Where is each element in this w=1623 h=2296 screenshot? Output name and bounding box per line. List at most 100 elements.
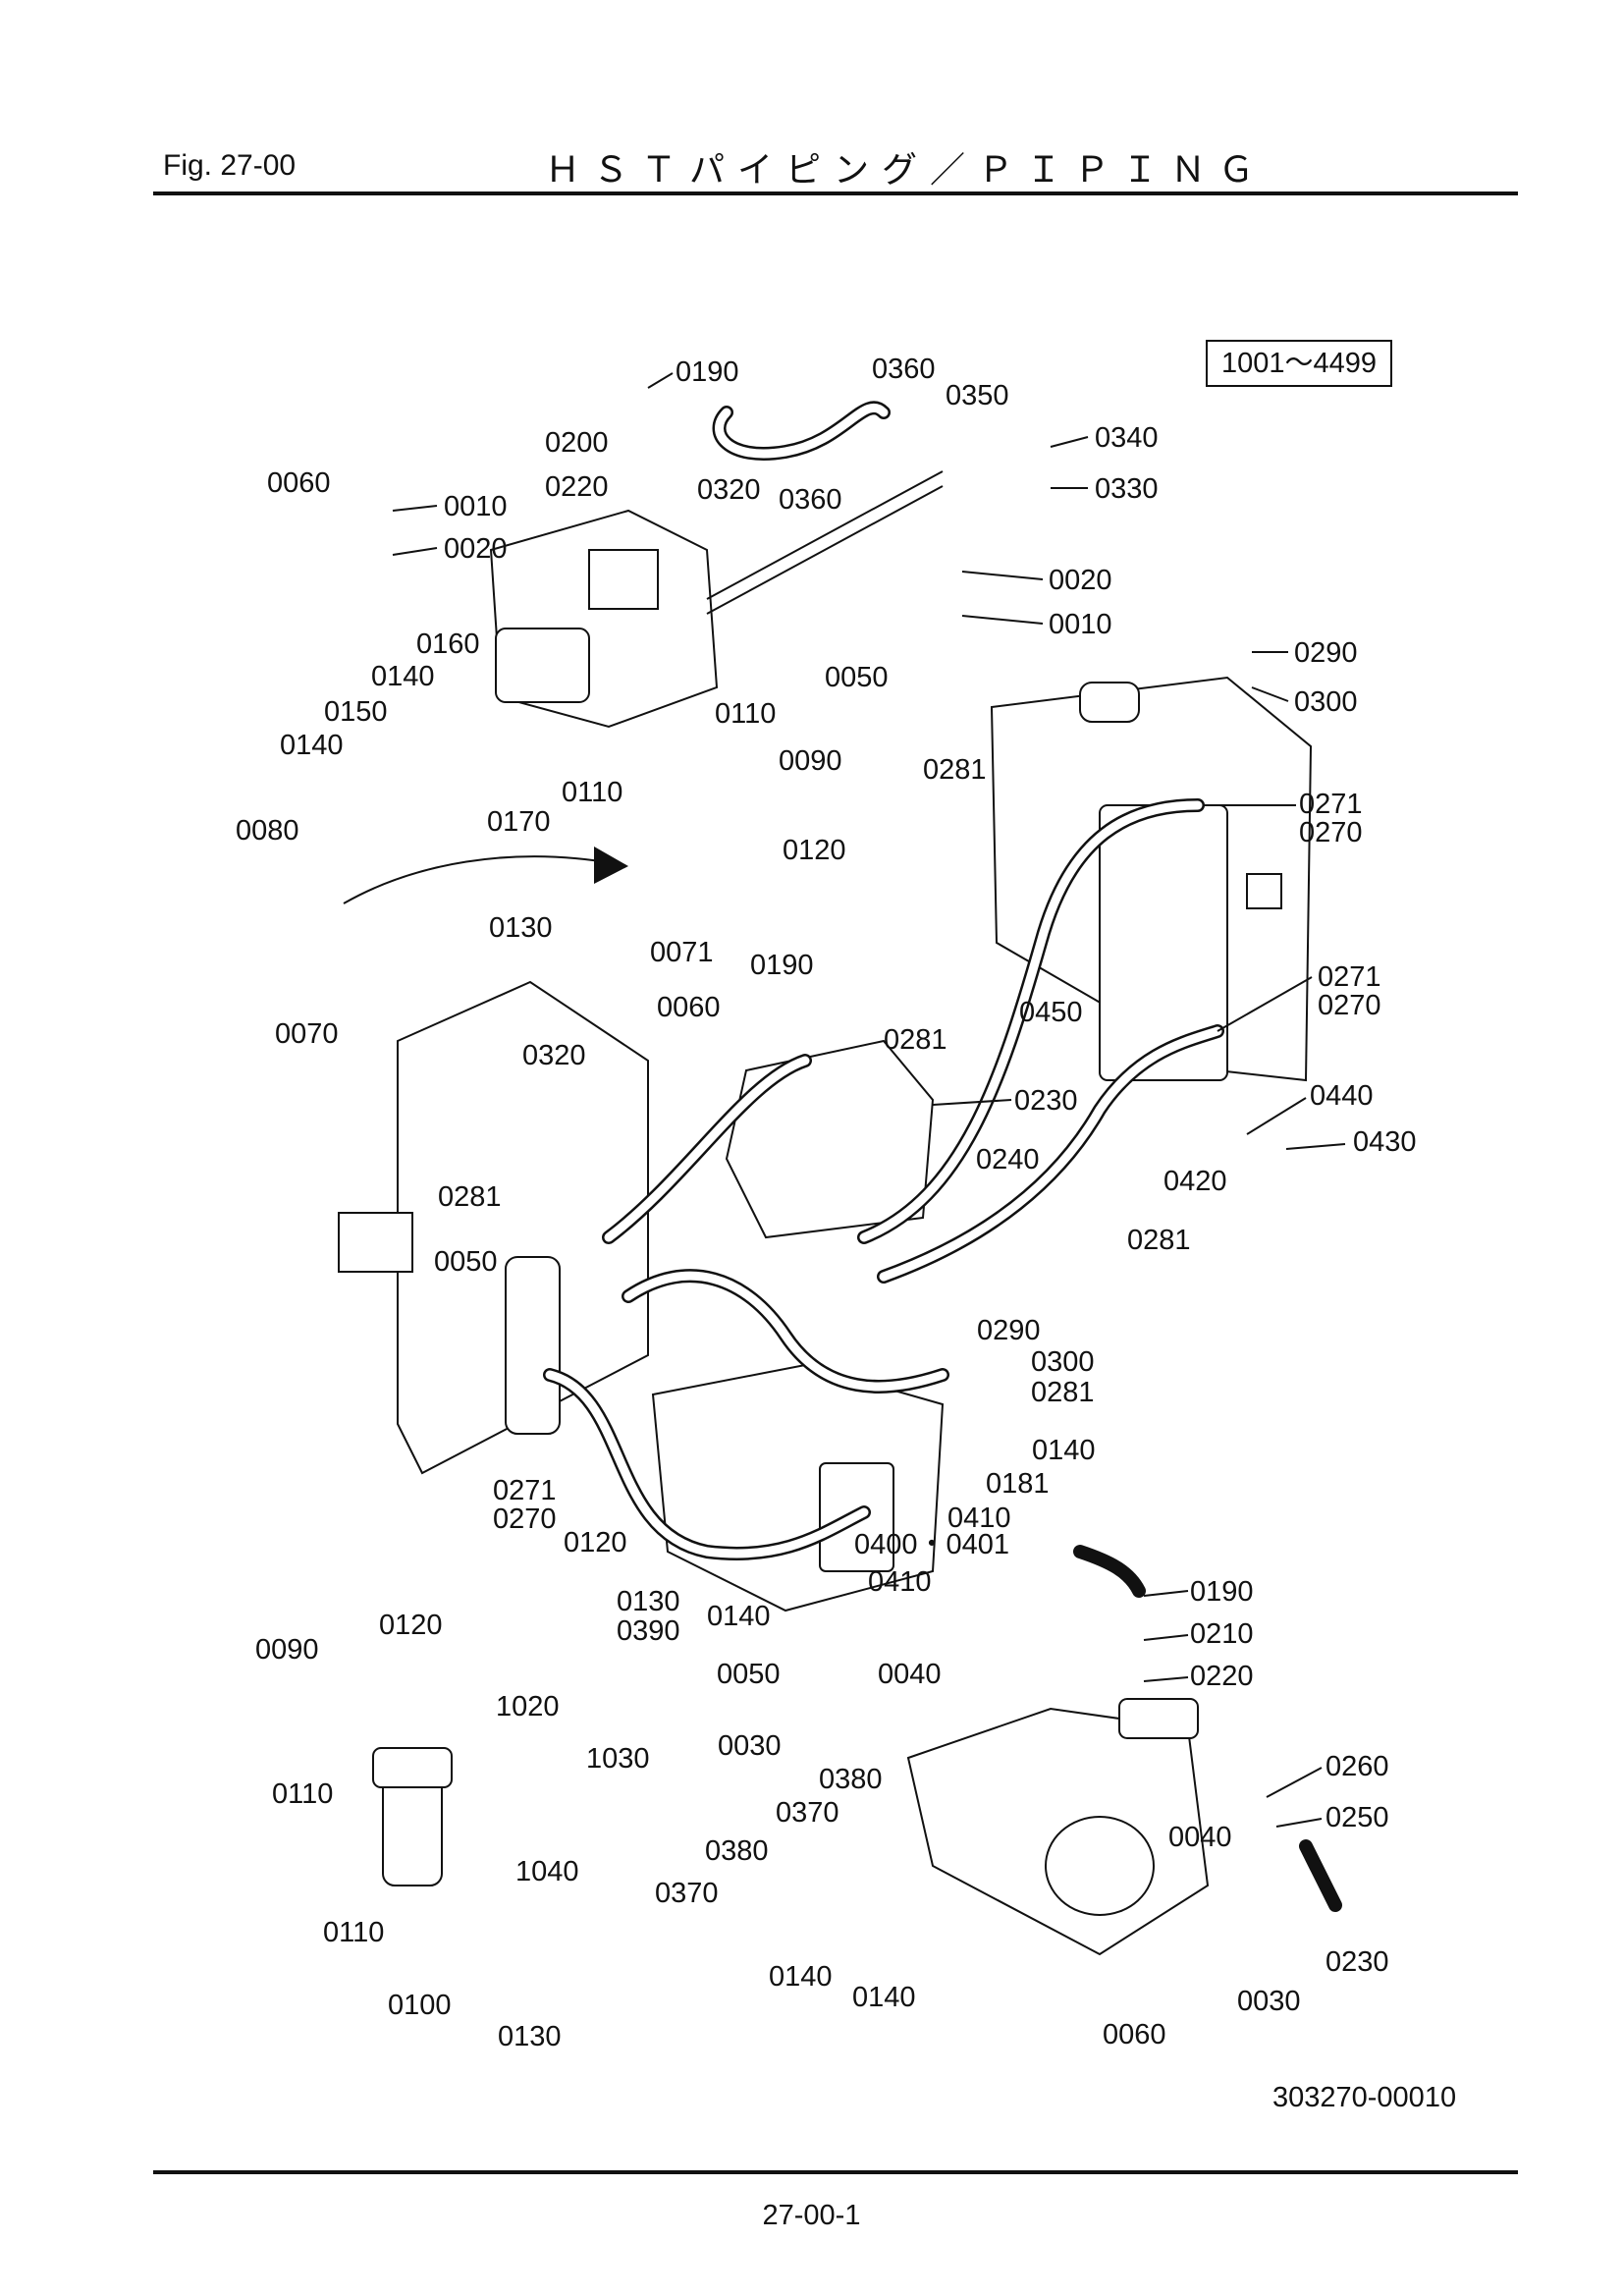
callout-label: 0090 (779, 745, 842, 777)
callout-label: 0110 (272, 1778, 333, 1810)
lower-pump (906, 1698, 1210, 1956)
callout-label: 0410 (947, 1503, 1011, 1534)
callout-label: 0271 (1318, 961, 1381, 993)
callout-label: 0370 (776, 1797, 839, 1829)
callout-label: 0120 (379, 1610, 443, 1641)
callout-label: 0130 (489, 912, 553, 944)
callout-label: 0130 (498, 2021, 562, 2052)
callout-label: 0010 (444, 491, 508, 522)
callout-label: 0010 (1049, 609, 1112, 640)
parts-drawing (338, 401, 1342, 1956)
callout-label: 0370 (655, 1878, 719, 1909)
callout-label: 0270 (1318, 990, 1381, 1021)
callout-label: 0260 (1325, 1751, 1389, 1782)
callout-label: 0060 (657, 992, 721, 1023)
callout-label: 0071 (650, 937, 714, 968)
central-pump (651, 1039, 945, 1613)
callout-label: 0040 (1168, 1822, 1232, 1853)
callout-label: 0190 (1190, 1576, 1254, 1608)
callout-label: 0120 (783, 835, 846, 866)
leader-lines (392, 372, 1346, 1828)
page-number: 27-00-1 (762, 2200, 861, 2231)
callout-label: 0450 (1019, 997, 1083, 1028)
callout-label: 0420 (1163, 1166, 1227, 1197)
callout-label: 0240 (976, 1144, 1040, 1175)
drawing-number: 303270-00010 (1272, 2082, 1457, 2113)
callout-label: 0030 (718, 1730, 782, 1762)
footer-rule (153, 2170, 1518, 2174)
tank-frame (338, 980, 649, 1475)
callout-label: 0271 (493, 1475, 557, 1506)
callout-label: 0230 (1325, 1946, 1389, 1978)
callout-label: 0050 (825, 662, 889, 693)
callout-label: 0250 (1325, 1802, 1389, 1833)
callout-label: 0160 (416, 629, 480, 660)
callout-label: 0220 (1190, 1661, 1254, 1692)
figure-label: Fig. 27-00 (163, 149, 297, 182)
callout-label: 0290 (977, 1315, 1041, 1346)
callout-label: 0100 (388, 1990, 452, 2021)
callout-label: 0110 (715, 698, 776, 730)
callout-label: 0360 (872, 354, 936, 385)
callout-label: 0140 (769, 1961, 833, 1993)
callout-label: 0270 (493, 1503, 557, 1535)
callout-label: 0200 (545, 427, 609, 459)
callout-label: 0360 (779, 484, 842, 516)
callout-label: 0110 (323, 1917, 384, 1948)
callout-label: 0300 (1031, 1346, 1095, 1378)
callout-label: 0290 (1294, 637, 1358, 669)
callout-label: 0430 (1353, 1126, 1417, 1158)
callout-label: 0320 (522, 1040, 586, 1071)
upper-valve-block (489, 470, 944, 729)
callout-label: 0270 (1299, 817, 1363, 848)
filter-detail (372, 1747, 453, 1886)
callout-label: 0340 (1095, 422, 1159, 454)
callout-label: 1040 (515, 1856, 579, 1887)
callout-label: 0281 (1031, 1377, 1095, 1408)
callout-label: 0181 (986, 1468, 1050, 1500)
callout-label: 0281 (884, 1024, 947, 1056)
callout-label: 0210 (1190, 1618, 1254, 1650)
callout-label: 0130 (617, 1586, 680, 1617)
callout-label: 0170 (487, 806, 551, 838)
callout-labels: 0190 0360 0350 0340 0200 0220 0320 0360 … (236, 354, 1417, 2052)
callout-label: 0230 (1014, 1085, 1078, 1117)
callout-label: 0330 (1095, 473, 1159, 505)
callout-label: 0410 (868, 1566, 932, 1598)
callout-label: 0320 (697, 474, 761, 506)
callout-label: 0060 (1103, 2019, 1166, 2050)
callout-label: 0140 (852, 1982, 916, 2013)
callout-label: 0400・0401 (854, 1529, 1009, 1560)
callout-label: 0110 (562, 777, 622, 808)
header-rule (153, 191, 1518, 195)
callout-label: 0380 (705, 1835, 769, 1867)
callout-label: 0090 (255, 1634, 319, 1666)
callout-label: 0030 (1237, 1986, 1301, 2017)
callout-label: 0140 (280, 730, 344, 761)
callout-label: 0020 (1049, 565, 1112, 596)
page-title: ＨＳＴパイピング／ＰＩＰＩＮＧ (545, 149, 1268, 190)
serial-range-box: 1001～4499 (1206, 340, 1392, 387)
callout-label: 0140 (707, 1601, 771, 1632)
callout-label: 0440 (1310, 1080, 1374, 1112)
callout-label: 1030 (586, 1743, 650, 1775)
callout-label: 0150 (324, 696, 388, 728)
callout-label: 0040 (878, 1659, 942, 1690)
callout-label: 0281 (1127, 1225, 1191, 1256)
callout-label: 0380 (819, 1764, 883, 1795)
callout-label: 0190 (676, 356, 739, 388)
callout-label: 0070 (275, 1018, 339, 1050)
radiator (990, 676, 1313, 1082)
callout-label: 0050 (717, 1659, 781, 1690)
hoses (543, 401, 1342, 1912)
callout-label: 0390 (617, 1615, 680, 1647)
callout-label: 0140 (1032, 1435, 1096, 1466)
callout-label: 0140 (371, 661, 435, 692)
callout-label: 0281 (438, 1181, 502, 1213)
callout-label: 0080 (236, 815, 299, 847)
callout-label: 0050 (434, 1246, 498, 1278)
callout-label: 0300 (1294, 686, 1358, 718)
callout-label: 0220 (545, 471, 609, 503)
callout-label: 0020 (444, 533, 508, 565)
